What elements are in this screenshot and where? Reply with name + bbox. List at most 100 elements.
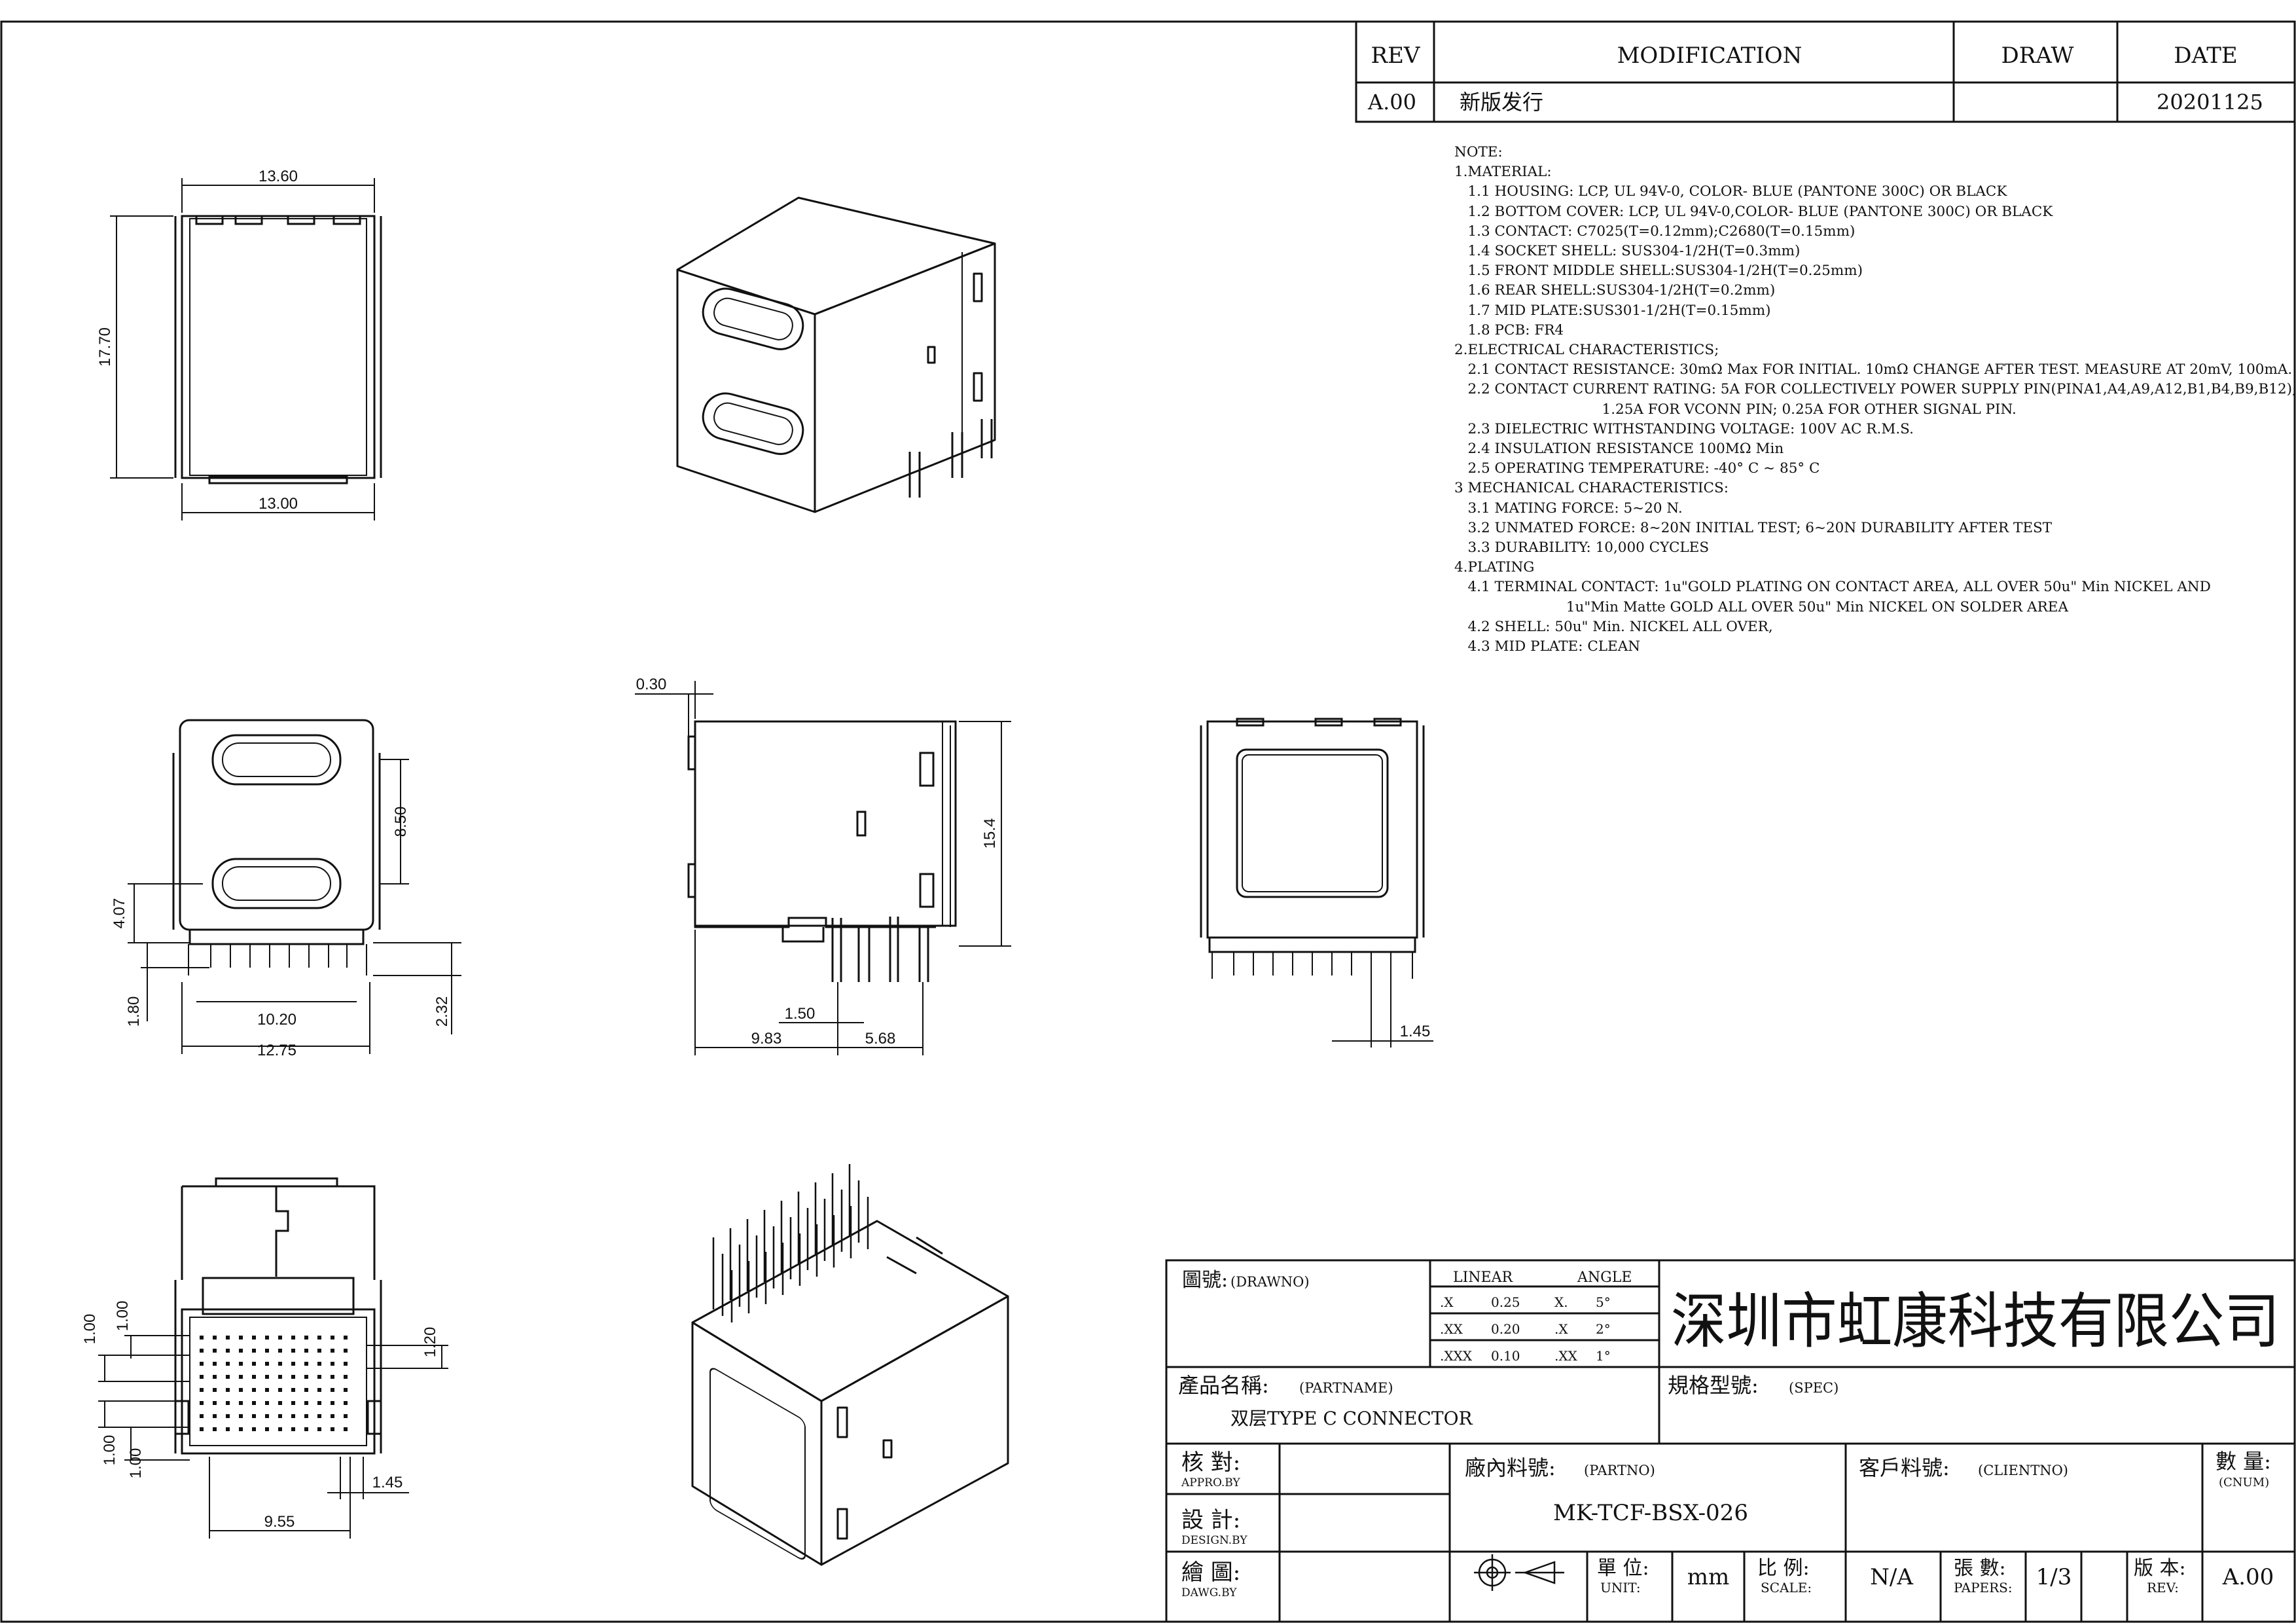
dim-side-pin: 1.50 (785, 1005, 816, 1023)
pin-hole (317, 1349, 321, 1353)
pin-hole (317, 1336, 321, 1340)
pin-hole (304, 1401, 308, 1405)
pin-hole (213, 1414, 217, 1418)
note-line: 1.1 HOUSING: LCP, UL 94V-0, COLOR- BLUE … (1454, 183, 2007, 200)
pin-hole (265, 1401, 269, 1405)
partname-label: 產品名稱: (1178, 1373, 1269, 1398)
partno-en: (PARTNO) (1584, 1463, 1655, 1478)
iso-rear-view (691, 1220, 1009, 1566)
pin-hole (226, 1349, 230, 1353)
papers-en: PAPERS: (1954, 1580, 2013, 1596)
tol-row-3-b: 0.10 (1491, 1348, 1520, 1364)
pin-hole (252, 1401, 256, 1405)
pin-hole (304, 1349, 308, 1353)
pin-hole (213, 1336, 217, 1340)
rev-en: REV: (2147, 1580, 2179, 1596)
pin-hole (226, 1388, 230, 1392)
pin-hole (265, 1427, 269, 1431)
pin-hole (200, 1414, 204, 1418)
cnum-en: (CNUM) (2219, 1476, 2269, 1489)
dim-front-w2: 12.75 (257, 1042, 296, 1059)
pin-hole (213, 1388, 217, 1392)
dim-bottom-d: 1.00 (101, 1435, 118, 1466)
papers-value: 1/3 (2036, 1564, 2072, 1590)
partname-en: (PARTNAME) (1299, 1380, 1393, 1396)
pin-hole (304, 1414, 308, 1418)
scale-label: 比 例: (1757, 1557, 1810, 1580)
rev-value-box: A.00 (2222, 1564, 2274, 1590)
tol-row-2-a: .XX (1440, 1321, 1463, 1337)
pin-hole (331, 1336, 334, 1340)
note-line: 2.3 DIELECTRIC WITHSTANDING VOLTAGE: 100… (1454, 420, 1914, 437)
note-line: 1.6 REAR SHELL:SUS304-1/2H(T=0.2mm) (1454, 282, 1776, 299)
spec-en: (SPEC) (1789, 1380, 1839, 1396)
pin-hole (200, 1427, 204, 1431)
pin-hole (239, 1401, 243, 1405)
note-line: 1.25A FOR VCONN PIN; 0.25A FOR OTHER SIG… (1454, 401, 2017, 418)
pin-hole (239, 1336, 243, 1340)
dim-front-pitch: 8.50 (392, 807, 410, 837)
pin-hole (317, 1427, 321, 1431)
pin-hole (291, 1401, 295, 1405)
dim-bottom-g: 9.55 (264, 1513, 295, 1531)
tol-row-3-a: .XXX (1440, 1348, 1473, 1364)
pin-hole (344, 1375, 348, 1379)
note-line: 1.4 SOCKET SHELL: SUS304-1/2H(T=0.3mm) (1454, 243, 1801, 260)
note-line: 2.5 OPERATING TEMPERATURE: -40° C ~ 85° … (1454, 460, 1820, 477)
pin-hole (304, 1336, 308, 1340)
partno-value: MK-TCF-BSX-026 (1553, 1500, 1748, 1526)
pin-hole (200, 1375, 204, 1379)
pin-hole (291, 1388, 295, 1392)
tol-row-1-c: X. (1554, 1294, 1568, 1310)
tol-row-2-d: 2° (1596, 1321, 1611, 1337)
pin-hole (304, 1427, 308, 1431)
note-line: 1.MATERIAL: (1454, 164, 1552, 181)
pin-hole (213, 1401, 217, 1405)
appro-label: 核 對: (1181, 1450, 1240, 1476)
pin-hole (278, 1349, 282, 1353)
unit-label: 單 位: (1597, 1557, 1649, 1580)
note-line: 4.1 TERMINAL CONTACT: 1u"GOLD PLATING ON… (1454, 579, 2211, 596)
dim-top-width: 13.60 (259, 168, 298, 185)
pin-hole (304, 1375, 308, 1379)
pin-hole (344, 1349, 348, 1353)
pin-hole (304, 1388, 308, 1392)
pin-hole (226, 1375, 230, 1379)
pin-hole (200, 1349, 204, 1353)
cnum-label: 數 量: (2215, 1449, 2271, 1474)
notes-block: NOTE: 1.MATERIAL: 1.1 HOUSING: LCP, UL 9… (1454, 143, 2296, 657)
note-line: 3.3 DURABILITY: 10,000 CYCLES (1454, 539, 1710, 556)
pin-hole (344, 1401, 348, 1405)
pin-hole (213, 1427, 217, 1431)
note-line: NOTE: (1454, 144, 1503, 160)
dim-side-gap: 0.30 (636, 676, 667, 693)
side-view (635, 681, 1011, 1055)
dim-side-right: 5.68 (865, 1030, 896, 1048)
pin-hole (278, 1375, 282, 1379)
pin-hole (252, 1362, 256, 1366)
pin-hole (278, 1427, 282, 1431)
draw-header: DRAW (2001, 43, 2074, 69)
scale-value: N/A (1870, 1564, 1913, 1590)
dim-front-low: 4.07 (111, 898, 128, 929)
pin-hole (331, 1375, 334, 1379)
dim-bottom-c: 1.20 (422, 1327, 439, 1358)
appro-en: APPRO.BY (1181, 1476, 1240, 1489)
dim-side-height: 15.4 (981, 818, 999, 849)
modification-value: 新版发行 (1460, 90, 1543, 115)
dim-top-bottom: 13.00 (259, 495, 298, 513)
pin-hole (304, 1362, 308, 1366)
dawg-label: 繪 圖: (1181, 1559, 1240, 1586)
pin-hole (278, 1362, 282, 1366)
pin-hole (226, 1336, 230, 1340)
note-line: 1.8 PCB: FR4 (1454, 321, 1564, 338)
note-line: 2.4 INSULATION RESISTANCE 100MΩ Min (1454, 441, 1784, 458)
dim-bottom-a: 1.00 (81, 1314, 99, 1345)
pin-hole (331, 1401, 334, 1405)
partno-label: 廠內料號: (1465, 1455, 1556, 1480)
partname-value: 双层TYPE C CONNECTOR (1230, 1408, 1473, 1429)
pin-hole (317, 1401, 321, 1405)
pin-hole (239, 1362, 243, 1366)
pin-hole (252, 1427, 256, 1431)
dim-top-height: 17.70 (96, 327, 114, 367)
